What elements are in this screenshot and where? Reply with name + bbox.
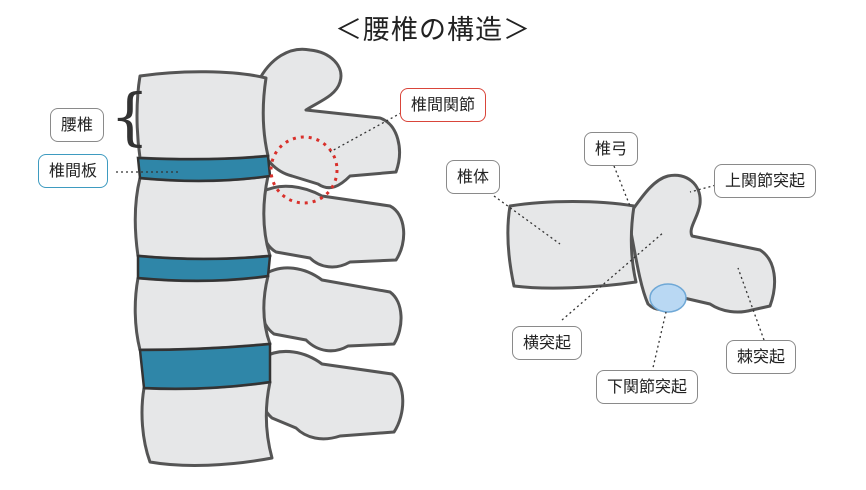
label-transverse-process: 横突起 [512,326,583,360]
inferior-process-highlight [649,283,687,313]
disc-2 [136,254,272,283]
posterior-element-2 [258,184,406,269]
posterior-element-3 [257,266,403,353]
disc-3 [138,342,272,390]
posterior-element-1 [256,47,401,190]
vertebra-2 [133,174,272,261]
label-lumbar: 腰椎 [50,108,105,142]
disc-1 [136,154,272,183]
vertebra-3 [133,274,272,352]
label-disc: 椎間板 [38,154,109,188]
vertebra-4 [140,380,274,467]
vertebra-1 [135,70,270,161]
lateral-body [506,200,638,290]
label-arch: 椎弓 [584,132,639,166]
lumbar-brace: { [110,80,150,153]
label-body: 椎体 [446,160,501,194]
leader-arch [613,165,631,207]
label-superior-process: 上関節突起 [714,164,817,198]
posterior-element-4 [257,350,405,441]
leader-inferior [651,311,667,373]
label-facet-joint: 椎間関節 [400,88,487,122]
label-spinous-process: 棘突起 [726,340,797,374]
lateral-posterior [626,173,777,314]
label-inferior-process: 下関節突起 [596,370,699,404]
leader-facet [329,107,411,153]
page-title: ＜腰椎の構造＞ [335,15,531,46]
facet-joint-circle [269,135,339,205]
leader-body [493,195,561,245]
